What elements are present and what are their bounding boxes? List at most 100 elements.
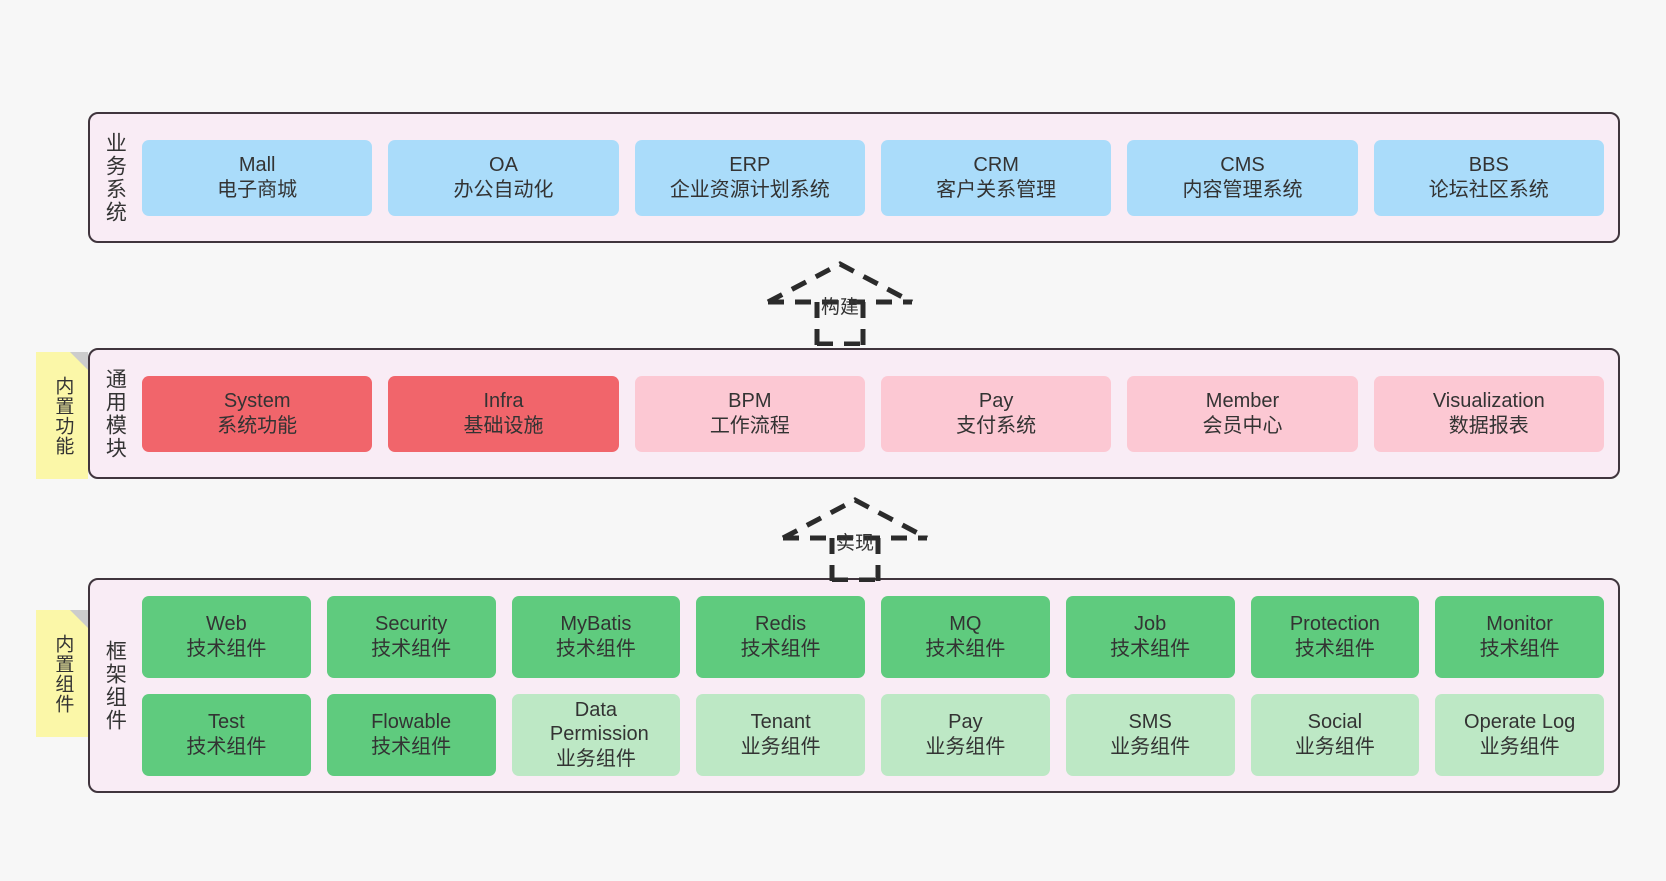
cell-desc: 技术组件	[740, 637, 821, 660]
connector-label-implement: 实现	[835, 533, 875, 554]
cell-desc: 支付系统	[956, 414, 1037, 437]
business-cell-oa[interactable]: OA 办公自动化	[388, 139, 619, 216]
cell-desc: 系统功能	[217, 414, 298, 437]
cell-desc: 技术组件	[186, 735, 267, 758]
cell-desc: 数据报表	[1448, 414, 1529, 437]
cell-desc: 业务组件	[925, 735, 1006, 758]
cell-name: MQ	[949, 613, 982, 636]
layer-title-modules: 通用模块	[103, 367, 127, 460]
note-builtin-function: 内置功能	[36, 352, 88, 479]
framework-cell-job[interactable]: Job 技术组件	[1065, 595, 1235, 678]
cell-name: Social	[1307, 711, 1363, 734]
framework-cell-data-permission[interactable]: Data Permission 业务组件	[511, 693, 681, 776]
cell-desc: 技术组件	[1110, 637, 1191, 660]
framework-cell-sms[interactable]: SMS 业务组件	[1065, 693, 1235, 776]
cell-name: Job	[1134, 613, 1167, 636]
cell-desc: 技术组件	[1479, 637, 1560, 660]
layer-row: System 系统功能 Infra 基础设施 BPM 工作流程 Pay 支付系统…	[142, 375, 1604, 452]
cell-name: Operate Log	[1464, 711, 1576, 734]
cell-desc: 客户关系管理	[936, 178, 1057, 201]
layer-row: Test 技术组件 Flowable 技术组件 Data Permission …	[142, 693, 1604, 776]
framework-cell-redis[interactable]: Redis 技术组件	[696, 595, 865, 678]
cell-desc: 内容管理系统	[1182, 178, 1303, 201]
page-fold-icon	[70, 610, 88, 628]
cell-name: SMS	[1128, 711, 1172, 734]
module-cell-member[interactable]: Member 会员中心	[1127, 375, 1358, 452]
cell-name: MyBatis	[560, 613, 632, 636]
layer-body-modules: System 系统功能 Infra 基础设施 BPM 工作流程 Pay 支付系统…	[138, 350, 1618, 477]
module-cell-bpm[interactable]: BPM 工作流程	[634, 375, 865, 452]
dashed-arrow-icon	[766, 261, 914, 346]
cell-name: Pay	[948, 711, 983, 734]
cell-name: CMS	[1220, 154, 1265, 177]
cell-name: Member	[1205, 390, 1280, 413]
connector-label-build: 构建	[820, 297, 860, 318]
business-cell-bbs[interactable]: BBS 论坛社区系统	[1373, 139, 1604, 216]
framework-cell-mybatis[interactable]: MyBatis 技术组件	[511, 595, 681, 678]
connector-build: 构建	[760, 258, 920, 346]
cell-desc: 技术组件	[925, 637, 1006, 660]
module-cell-system[interactable]: System 系统功能	[142, 375, 373, 452]
cell-name: BPM	[728, 390, 772, 413]
cell-desc: 办公自动化	[453, 178, 554, 201]
cell-name: Test	[208, 711, 245, 734]
cell-name: Data Permission	[549, 698, 649, 746]
business-cell-cms[interactable]: CMS 内容管理系统	[1127, 139, 1358, 216]
note-builtin-component: 内置组件	[36, 610, 88, 737]
layer-common-modules: 通用模块 System 系统功能 Infra 基础设施 BPM 工作流程 Pay…	[88, 348, 1620, 479]
layer-title-business: 业务系统	[103, 131, 127, 224]
layer-framework-components: 框架组件 Web 技术组件 Security 技术组件 MyBatis 技术组件…	[88, 578, 1620, 793]
cell-desc: 基础设施	[463, 414, 544, 437]
cell-name: Redis	[755, 613, 807, 636]
module-cell-visualization[interactable]: Visualization 数据报表	[1373, 375, 1604, 452]
framework-cell-test[interactable]: Test 技术组件	[142, 693, 311, 776]
business-cell-mall[interactable]: Mall 电子商城	[142, 139, 373, 216]
page-fold-icon	[70, 352, 88, 370]
cell-name: Mall	[238, 154, 276, 177]
cell-name: Tenant	[750, 711, 811, 734]
framework-cell-security[interactable]: Security 技术组件	[326, 595, 496, 678]
cell-desc: 技术组件	[186, 637, 267, 660]
cell-name: CRM	[973, 154, 1019, 177]
module-cell-pay[interactable]: Pay 支付系统	[880, 375, 1112, 452]
cell-desc: 业务组件	[1294, 735, 1375, 758]
layer-body-business: Mall 电子商城 OA 办公自动化 ERP 企业资源计划系统 CRM 客户关系…	[138, 114, 1618, 241]
cell-name: ERP	[729, 154, 771, 177]
cell-name: Security	[375, 613, 448, 636]
cell-name: Web	[205, 613, 247, 636]
framework-cell-web[interactable]: Web 技术组件	[142, 595, 311, 678]
layer-business-systems: 业务系统 Mall 电子商城 OA 办公自动化 ERP 企业资源计划系统 CRM…	[88, 112, 1620, 243]
business-cell-erp[interactable]: ERP 企业资源计划系统	[634, 139, 865, 216]
cell-name: Flowable	[371, 711, 452, 734]
module-cell-infra[interactable]: Infra 基础设施	[388, 375, 619, 452]
business-cell-crm[interactable]: CRM 客户关系管理	[880, 139, 1112, 216]
note-text: 内置组件	[52, 633, 74, 714]
framework-cell-social[interactable]: Social 业务组件	[1250, 693, 1420, 776]
cell-name: OA	[489, 154, 518, 177]
framework-cell-operate-log[interactable]: Operate Log 业务组件	[1435, 693, 1604, 776]
framework-cell-monitor[interactable]: Monitor 技术组件	[1435, 595, 1604, 678]
framework-cell-protection[interactable]: Protection 技术组件	[1250, 595, 1420, 678]
cell-desc: 企业资源计划系统	[669, 178, 830, 201]
dashed-arrow-icon	[781, 497, 929, 582]
framework-cell-tenant[interactable]: Tenant 业务组件	[696, 693, 865, 776]
cell-desc: 技术组件	[555, 637, 636, 660]
framework-cell-pay[interactable]: Pay 业务组件	[881, 693, 1050, 776]
cell-desc: 技术组件	[1294, 637, 1375, 660]
cell-desc: 电子商城	[217, 178, 298, 201]
cell-desc: 业务组件	[740, 735, 821, 758]
cell-desc: 业务组件	[1479, 735, 1560, 758]
cell-desc: 技术组件	[371, 637, 452, 660]
cell-name: System	[223, 390, 291, 413]
cell-name: Protection	[1289, 613, 1380, 636]
layer-row: Mall 电子商城 OA 办公自动化 ERP 企业资源计划系统 CRM 客户关系…	[142, 139, 1604, 216]
layer-body-framework: Web 技术组件 Security 技术组件 MyBatis 技术组件 Redi…	[138, 580, 1618, 791]
framework-cell-mq[interactable]: MQ 技术组件	[881, 595, 1050, 678]
cell-desc: 业务组件	[1110, 735, 1191, 758]
layer-row: Web 技术组件 Security 技术组件 MyBatis 技术组件 Redi…	[142, 595, 1604, 678]
cell-name: Infra	[483, 390, 524, 413]
cell-name: Monitor	[1486, 613, 1553, 636]
framework-cell-flowable[interactable]: Flowable 技术组件	[326, 693, 496, 776]
cell-desc: 技术组件	[371, 735, 452, 758]
